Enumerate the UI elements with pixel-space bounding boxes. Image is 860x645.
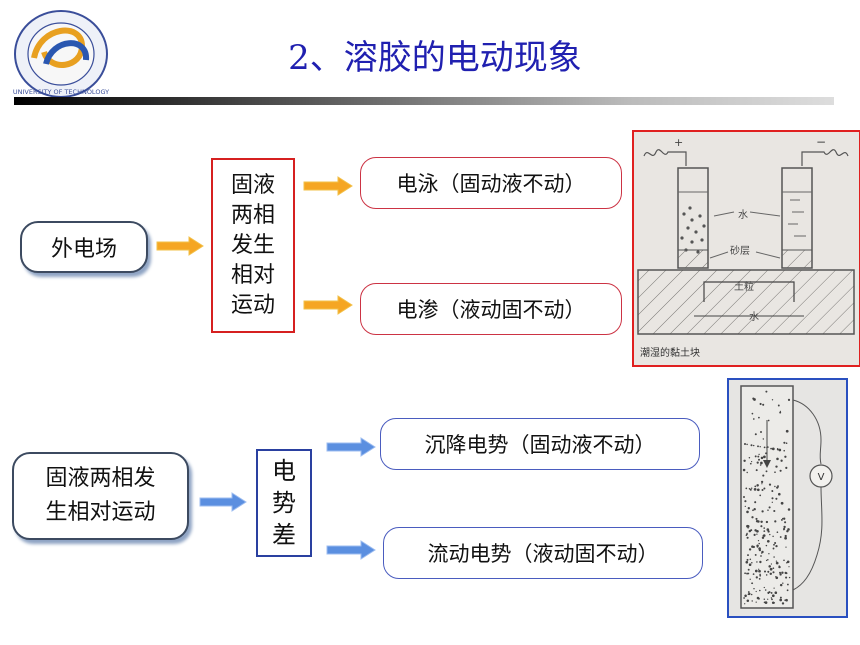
water-label: 水 (749, 311, 759, 323)
electrokinetic-apparatus-photo: + − 水 砂层 土粒 水 潮湿的黏土块 (632, 130, 860, 367)
electrophoresis-box: 电泳（固动液不动） (360, 157, 622, 209)
relative-motion-line: 两相 (230, 202, 275, 228)
water-label: 水 (738, 209, 748, 221)
relative-motion-line: 相对 (230, 262, 275, 288)
arrow-right-icon (199, 492, 247, 512)
voltmeter-label: V (818, 472, 825, 483)
potential-diff-char: 势 (272, 489, 296, 517)
university-logo: UNIVERSITY OF TECHNOLOGY (13, 10, 109, 98)
arrow-right-icon (156, 236, 204, 256)
page-title: 2、溶胶的电动现象 (288, 38, 582, 78)
photo-caption: 潮湿的黏土块 (640, 346, 700, 359)
relative-motion-source-box: 固液两相发 生相对运动 (12, 452, 189, 540)
source-line: 生相对运动 (45, 500, 156, 525)
sedimentation-potential-box: 沉降电势（固动液不动） (380, 418, 700, 470)
source-line: 固液两相发 (45, 466, 156, 491)
minus-sign: − (816, 135, 826, 149)
potential-diff-char: 差 (272, 521, 296, 549)
potential-diff-char: 电 (272, 457, 296, 485)
svg-text:UNIVERSITY OF TECHNOLOGY: UNIVERSITY OF TECHNOLOGY (13, 88, 109, 96)
external-field-box: 外电场 (20, 221, 148, 273)
sedimentation-tube-photo: V (727, 378, 848, 618)
electroosmosis-box: 电渗（液动固不动） (360, 283, 622, 335)
clay-particle-label: 土粒 (734, 280, 754, 293)
relative-motion-line: 发生 (230, 232, 275, 258)
title-divider (14, 97, 834, 105)
arrow-right-icon (303, 176, 353, 196)
potential-difference-box: 电 势 差 (256, 449, 312, 557)
relative-motion-line: 固液 (230, 172, 275, 198)
plus-sign: + (674, 136, 683, 149)
relative-motion-line: 运动 (230, 292, 275, 318)
arrow-right-icon (326, 540, 376, 560)
arrow-right-icon (326, 437, 376, 457)
relative-motion-box: 固液 两相 发生 相对 运动 (211, 158, 295, 333)
arrow-right-icon (303, 295, 353, 315)
sand-layer-label: 砂层 (730, 244, 750, 257)
streaming-potential-box: 流动电势（液动固不动） (383, 527, 703, 579)
